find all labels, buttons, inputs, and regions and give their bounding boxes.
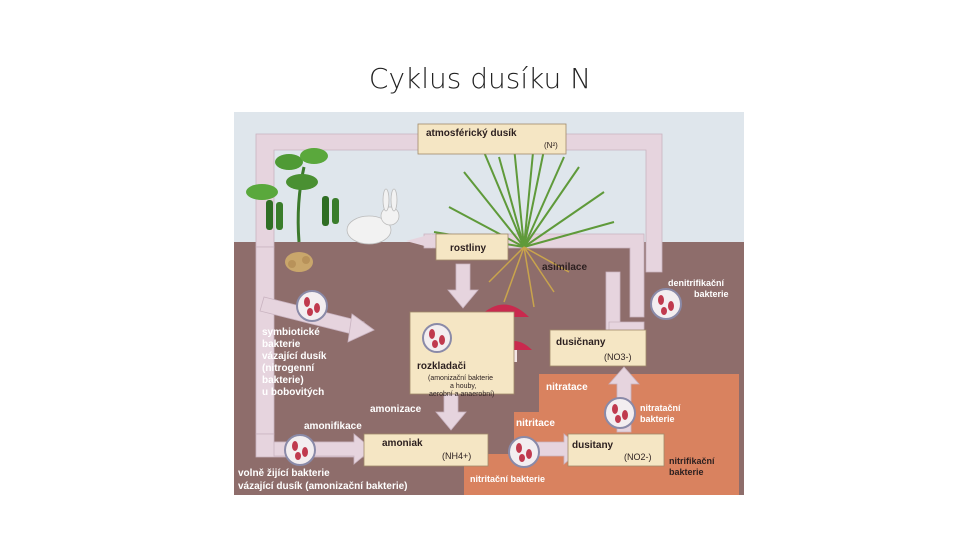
- rabbit: [346, 188, 400, 245]
- bacteria-dots: [292, 295, 674, 462]
- ammonia-title: amoniak: [382, 438, 423, 449]
- nitrites-formula: (NO2-): [624, 452, 652, 462]
- label-nitritation: nitritace: [516, 418, 555, 429]
- ammonia-formula: (NH4+): [442, 451, 471, 461]
- label-symb-6: u bobovitých: [262, 387, 324, 398]
- decomp-line1: (amonizační bakterie: [428, 375, 493, 382]
- label-symb-4: (nitrogenní: [262, 363, 315, 374]
- label-free-living-2: vázající dusík (amonizační bakterie): [238, 481, 408, 492]
- box-decomposers: rozkladači (amonizační bakterie a houby,…: [409, 311, 515, 398]
- label-nitratation: nitratace: [546, 382, 588, 393]
- decomp-line2: a houby,: [450, 383, 476, 390]
- bacteria-circles: [284, 288, 682, 468]
- label-nitrif-bact-2: bakterie: [669, 467, 704, 477]
- label-nitrif-bact-1: nitrifikační: [669, 456, 715, 466]
- atmo-formula: (N²): [544, 141, 558, 150]
- label-free-living-1: volně žijící bakterie: [238, 468, 330, 479]
- box-atmospheric-nitrogen: atmosférický dusík (N²): [417, 123, 567, 155]
- slide-title: Cyklus dusíku N: [368, 62, 592, 95]
- label-symb-3: vázající dusík: [262, 351, 327, 362]
- box-nitrates: dusičnany (NO3-): [549, 329, 647, 367]
- label-symb-2: bakterie: [262, 339, 301, 350]
- label-denitrif-2: bakterie: [694, 289, 729, 299]
- label-denitrif-1: denitrifikační: [668, 278, 725, 288]
- plant-roots: [488, 246, 570, 308]
- nitrates-title: dusičnany: [556, 337, 606, 348]
- label-symb-5: bakterie): [262, 375, 304, 386]
- plants-title: rostliny: [450, 243, 487, 254]
- label-nitratation-bact-2: bakterie: [640, 414, 675, 424]
- decomp-title: rozkladači: [417, 361, 466, 372]
- box-nitrites: dusitany (NO2-): [567, 433, 665, 467]
- label-nitritation-bact: nitritační bakterie: [470, 474, 545, 484]
- label-symb-1: symbiotické: [262, 327, 320, 338]
- box-plants: rostliny: [435, 233, 509, 261]
- atmo-title: atmosférický dusík: [426, 128, 517, 139]
- label-ammonification: amonifikace: [304, 421, 362, 432]
- label-assimilation: asimilace: [542, 262, 587, 273]
- label-ammonization: amonizace: [370, 404, 422, 415]
- nitrites-title: dusitany: [572, 440, 614, 451]
- legume-plant: [246, 148, 339, 272]
- box-ammonia: amoniak (NH4+): [363, 433, 489, 467]
- decomp-line3: aerobní a anaerobní): [429, 391, 494, 398]
- nitrogen-cycle-diagram: atmosférický dusík (N²) rostliny rozklad…: [234, 112, 744, 495]
- nitrates-formula: (NO3-): [604, 352, 632, 362]
- label-nitratation-bact-1: nitratační: [640, 403, 681, 413]
